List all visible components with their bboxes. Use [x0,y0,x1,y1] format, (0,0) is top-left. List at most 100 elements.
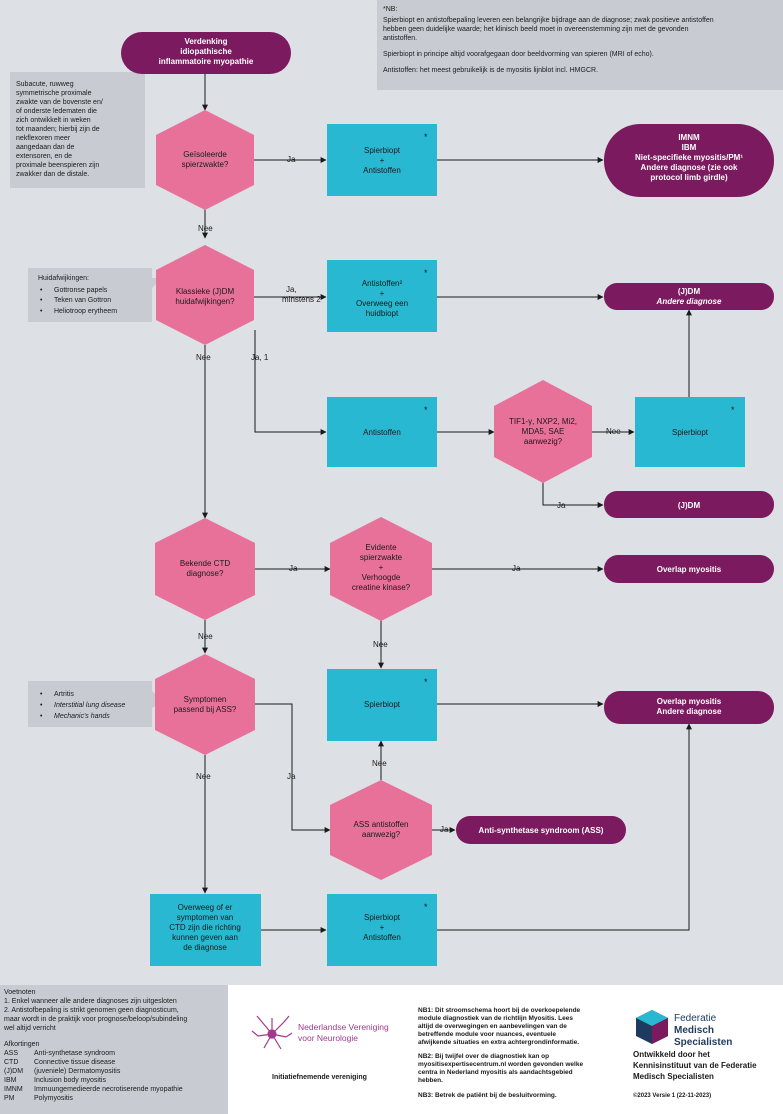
side-note-texts: *NB: Spierbiopt en antistofbepaling leve… [16,6,714,720]
weakness-note-line: zich ontwikkelt in weken [16,117,91,124]
nb-box [377,0,783,90]
anti-box-2 [327,397,437,467]
tif-text: aanwezig? [524,437,563,446]
tif-text: TIF1-γ, NXP2, Mi2, [509,417,577,426]
fms-name: Specialisten [674,1037,732,1048]
label-ja: Ja [557,501,566,510]
terminals [121,32,774,844]
nvn-logo-icon [251,1015,293,1050]
nb-line: antistoffen. [383,35,417,42]
weakness-note-line: symmetrische proximale [16,90,92,97]
jdm-other-text: (J)DM [678,287,701,296]
overlap-terminal [604,555,774,583]
abbr-value: Anti-synthetase syndroom [34,1050,115,1057]
edge-tif-ja [542,482,604,508]
consider-text: symptomen van [177,913,233,922]
nvn-name: voor Neurologie [298,1033,358,1043]
imnm-text: IBM [682,143,697,152]
asterisk-mark: * [424,677,428,687]
decisions [155,110,592,880]
actions [150,124,745,966]
ass-decision [155,654,255,755]
biopt-anti-box-4 [327,894,437,966]
nb-line: Spierbiopt in principe altijd voorafgega… [383,51,654,58]
weakness-note-line: zwakker dan de distale. [16,171,89,178]
evident-text: spierzwakte [360,553,403,562]
ass-terminal [456,816,626,844]
start-terminal [121,32,291,74]
evident-text: Evidente [365,543,397,552]
ass-q-text: passend bij ASS? [174,705,237,714]
skin-note-bullet: • [40,297,43,304]
nvn-texts: Nederlandse Vereniging voor Neurologie [298,1022,389,1043]
nb-line: Spierbiopt en antistofbepaling leveren e… [383,17,714,24]
nb-line: Antistoffen: het meest gebruikelijk is d… [383,67,598,74]
abbr-value: Polymyositis [34,1095,73,1102]
evident-decision [330,517,432,621]
weakness-note-line: Subacute, ruwweg [16,81,74,88]
biopt1-text: + [380,156,385,165]
anti-huid-box [327,260,437,332]
isolated-text: Geïsoleerde [183,150,227,159]
nb1-line: altijd de overwegingen en aanbevelingen … [418,1023,567,1030]
overlap-other-text: Overlap myositis [657,697,722,706]
fms-logo-icon [636,1010,668,1044]
label-nee: Nee [196,353,211,362]
footnote-line: 2. Antistofbepaling is strikt genomen ge… [4,1007,179,1014]
evident-text: creatine kinase? [352,583,411,592]
imnm-text: Andere diagnose (zie ook [641,163,738,172]
developed-line: Medisch Specialisten [633,1072,714,1081]
skin-note-bullet: • [40,308,43,315]
ass-note-item: Interstitial lung disease [54,702,125,709]
biopt4-text: Spierbiopt [364,913,401,922]
nb2-line: myositisexpertisecentrum.nl worden gevon… [418,1061,583,1068]
biopt4-text: + [380,923,385,932]
nvn-name: Nederlandse Vereniging [298,1022,389,1032]
overlap-other-text: Andere diagnose [657,707,722,716]
weakness-note-line: nekflexoren meer [16,135,71,142]
label-nee: Nee [372,759,387,768]
developed-texts: Ontwikkeld door het Kennisinstituut van … [633,1050,757,1081]
biopt-box-3 [327,669,437,741]
isolated-decision [156,110,254,210]
abbr-key: IBM [4,1077,17,1084]
anti2-text: Antistoffen [363,428,401,437]
label-ja: Ja [287,155,296,164]
abbr-value: Connective tissue disease [34,1059,115,1066]
ass-q-text: Symptomen [184,695,227,704]
anti-huid-text: + [380,289,385,298]
jdm-terminal [604,491,774,518]
footnote-line: wel altijd verricht [3,1025,56,1032]
weakness-note-line: proximale beenspieren zijn [16,162,99,169]
jdm-text: (J)DM [678,501,701,510]
evident-text: + [379,563,384,572]
biopt-box-2 [635,397,745,467]
nb-line: hebben geen duidelijke waarde; het klini… [383,26,689,33]
tif-decision [494,380,592,483]
asterisk-mark: * [731,405,735,415]
consider-text: Overweeg of er [178,903,233,912]
asterisk-mark: * [424,132,428,142]
ass-note-bullet: • [40,713,43,720]
edges [202,74,692,933]
jdm-other-text: Andere diagnose [656,297,722,306]
developed-line: Ontwikkeld door het [633,1050,710,1059]
consider-text: CTD zijn die richting [169,923,241,932]
edge-labels: Ja Nee Ja, minstens 2 Ja, 1 Nee Nee Ja J… [196,155,621,834]
tif-text: MDA5, SAE [522,427,565,436]
skin-note-item: Heliotroop erytheem [54,308,117,315]
footnotes-panel [0,985,228,1114]
weakness-note-line: aangedaan dan de [16,144,74,151]
label-ja: Ja [287,772,296,781]
ctd-text: diagnose? [187,569,224,578]
label-ja: Ja [440,825,449,834]
isolated-text: spierzwakte? [182,160,229,169]
weakness-note-box [10,60,145,188]
start-text: Verdenking [184,37,227,46]
footnote-line: 1. Enkel wanneer alle andere diagnoses z… [4,998,177,1005]
consider-box [150,894,261,966]
abbr-title: Afkortingen [4,1041,40,1048]
consider-text: de diagnose [183,943,227,952]
asterisk-mark: * [424,405,428,415]
edge-ass-ja [255,703,331,833]
